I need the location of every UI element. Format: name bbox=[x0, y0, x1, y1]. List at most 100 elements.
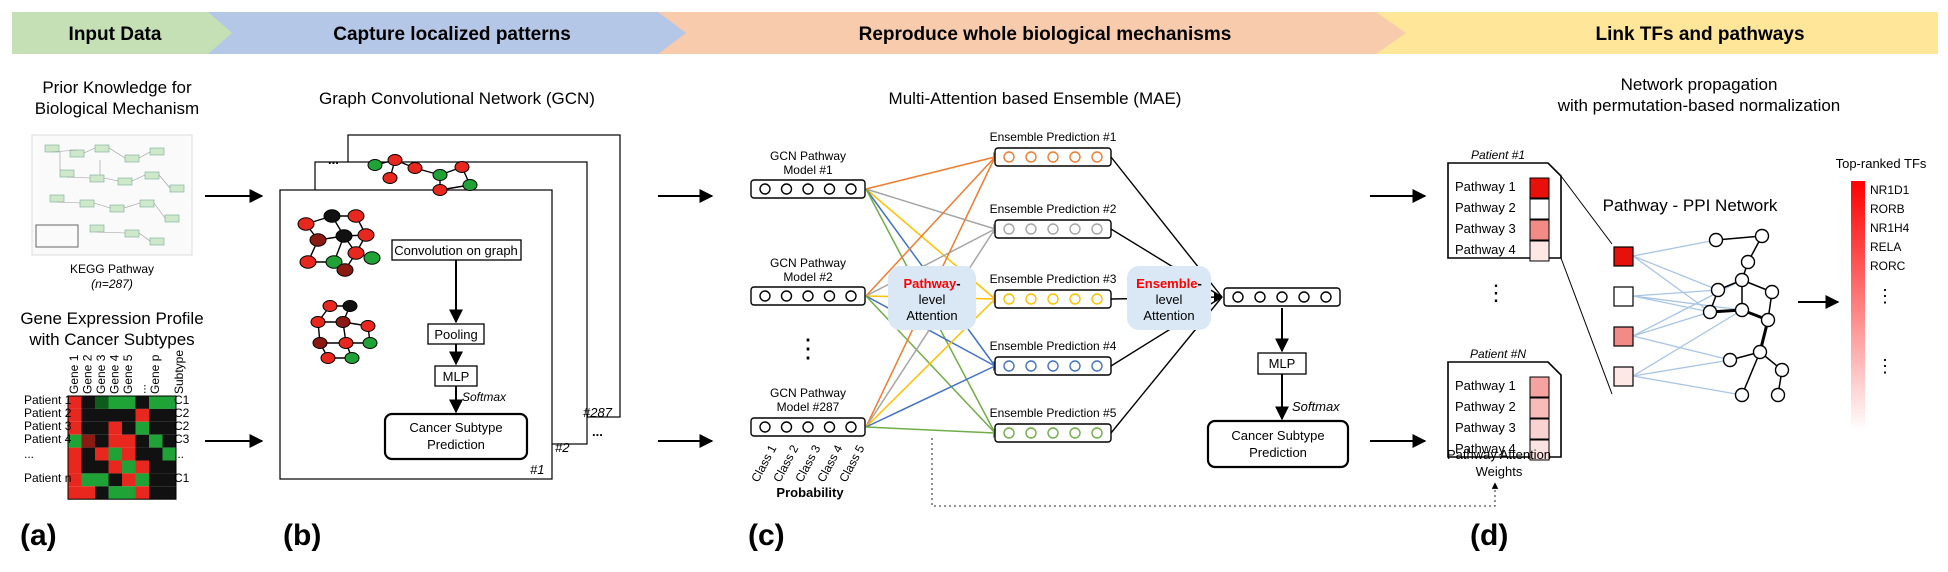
heatmap-cell bbox=[81, 421, 95, 435]
ensemble-attention-box bbox=[1127, 266, 1211, 330]
ppi-pathway-edge bbox=[1632, 359, 1731, 377]
ensemble-attention-line1: Ensemble- bbox=[1136, 276, 1202, 291]
vector-node bbox=[1025, 360, 1037, 372]
vector-node bbox=[1320, 291, 1332, 303]
heatmap-cell bbox=[81, 447, 95, 461]
prior-knowledge-title-1: Prior Knowledge for bbox=[42, 78, 192, 97]
heatmap-cell bbox=[122, 486, 136, 500]
ppi-pathway-edge bbox=[1632, 255, 1719, 291]
heatmap-cell bbox=[162, 434, 176, 448]
vector-node bbox=[1003, 293, 1015, 305]
vector-node bbox=[780, 421, 793, 433]
connection-line bbox=[865, 295, 996, 434]
connection-line bbox=[865, 295, 996, 367]
heatmap-cell bbox=[135, 396, 149, 409]
gene-header: Gene p bbox=[148, 354, 162, 394]
vector-node bbox=[845, 290, 857, 302]
gcn-model-label: GCN Pathway bbox=[770, 256, 846, 270]
heatmap-cell bbox=[81, 486, 95, 500]
ppi-node bbox=[1708, 232, 1724, 248]
prediction-b-2: Prediction bbox=[427, 437, 485, 452]
prediction-b-1: Cancer Subtype bbox=[409, 420, 502, 435]
ppi-node bbox=[1754, 228, 1770, 244]
ppi-node bbox=[1710, 282, 1726, 298]
graph-node bbox=[347, 246, 365, 260]
subtype-label: C2 bbox=[174, 419, 190, 433]
graph-node bbox=[432, 184, 448, 196]
label-d: (d) bbox=[1470, 519, 1508, 552]
graph-node bbox=[336, 263, 354, 277]
graph-node bbox=[462, 179, 478, 191]
heatmap-cell bbox=[81, 408, 95, 422]
pathway-weight-cell bbox=[1529, 439, 1550, 461]
patients-vdots: ⋮ bbox=[1485, 280, 1507, 305]
heatmap-cell bbox=[149, 473, 163, 487]
pathway-weight-cell bbox=[1529, 418, 1550, 440]
prediction-box-c bbox=[1206, 419, 1350, 469]
pathway-label: Pathway 4 bbox=[1455, 242, 1516, 257]
graph-node bbox=[344, 352, 360, 364]
heatmap-cell bbox=[108, 408, 122, 422]
ppi-pathway-square bbox=[1613, 246, 1634, 267]
heatmap-cell bbox=[135, 421, 149, 435]
ppi-pathway-edge bbox=[1632, 375, 1743, 396]
graph-node bbox=[342, 300, 358, 312]
gcn-graph-top bbox=[367, 154, 478, 196]
ensemble-label: Ensemble Prediction #5 bbox=[990, 406, 1117, 420]
ppi-edge bbox=[1715, 235, 1763, 241]
ppi-node bbox=[1734, 387, 1750, 403]
vector-node bbox=[780, 290, 793, 302]
heatmap-cell bbox=[122, 460, 136, 474]
zoom-line bbox=[1560, 175, 1613, 245]
heatmap-cell bbox=[122, 447, 136, 461]
pathway-weight-cell bbox=[1529, 397, 1550, 419]
heatmap-cell bbox=[95, 408, 109, 422]
heatmap-cell bbox=[68, 421, 82, 435]
gene-header: Gene 2 bbox=[81, 354, 95, 394]
heatmap-cell bbox=[68, 473, 82, 487]
graph-node bbox=[407, 162, 423, 174]
vector-node bbox=[802, 290, 814, 302]
ppi-node bbox=[1702, 304, 1718, 320]
patient-label: Patient 1 bbox=[24, 393, 72, 407]
heatmap-cell bbox=[95, 447, 109, 461]
heatmap-cell bbox=[95, 396, 109, 409]
ensemble-label: Ensemble Prediction #1 bbox=[990, 130, 1117, 144]
heatmap-cell bbox=[68, 396, 82, 409]
weights-caption-2: Weights bbox=[1476, 464, 1523, 479]
pathway-weight-cell bbox=[1529, 177, 1550, 199]
tfs-vdots-1: ⋮ bbox=[1876, 286, 1894, 306]
pathway-attention-line3: Attention bbox=[906, 308, 957, 323]
ppi-title: Pathway - PPI Network bbox=[1603, 196, 1778, 215]
heatmap-cell bbox=[108, 434, 122, 448]
connection-line bbox=[865, 365, 996, 428]
vector-node bbox=[823, 183, 836, 195]
graph-node bbox=[335, 316, 351, 328]
vector-node bbox=[1091, 427, 1103, 439]
connection-line bbox=[865, 426, 996, 434]
models-vdots: ⋮ bbox=[795, 333, 821, 363]
ppi-pathway-square bbox=[1613, 366, 1634, 387]
model-to-ensemble-connections bbox=[865, 152, 1001, 438]
graph-node bbox=[382, 172, 398, 184]
vector-node bbox=[1003, 360, 1015, 372]
tfs-vdots-2: ⋮ bbox=[1876, 356, 1894, 376]
subtype-label: C2 bbox=[174, 406, 190, 420]
heatmap-cell bbox=[149, 408, 163, 422]
ppi-node bbox=[1770, 387, 1786, 403]
prediction-c-2: Prediction bbox=[1249, 445, 1307, 460]
tf-label: RELA bbox=[1870, 240, 1901, 254]
heatmap-cell bbox=[122, 408, 136, 422]
heatmap-cell bbox=[149, 460, 163, 474]
graph-node bbox=[454, 161, 470, 173]
heatmap-cell bbox=[135, 408, 149, 422]
prediction-c-1: Cancer Subtype bbox=[1231, 428, 1324, 443]
ensemble-link-arrowhead bbox=[1214, 292, 1223, 302]
vector-node bbox=[823, 421, 836, 433]
tf-label: NR1H4 bbox=[1870, 221, 1910, 235]
pathway-label: Pathway 2 bbox=[1455, 200, 1516, 215]
pathway-ppi-network bbox=[1613, 228, 1790, 403]
stack-dots-mid: ... bbox=[592, 424, 603, 439]
pathway-weight-cell bbox=[1529, 376, 1550, 398]
